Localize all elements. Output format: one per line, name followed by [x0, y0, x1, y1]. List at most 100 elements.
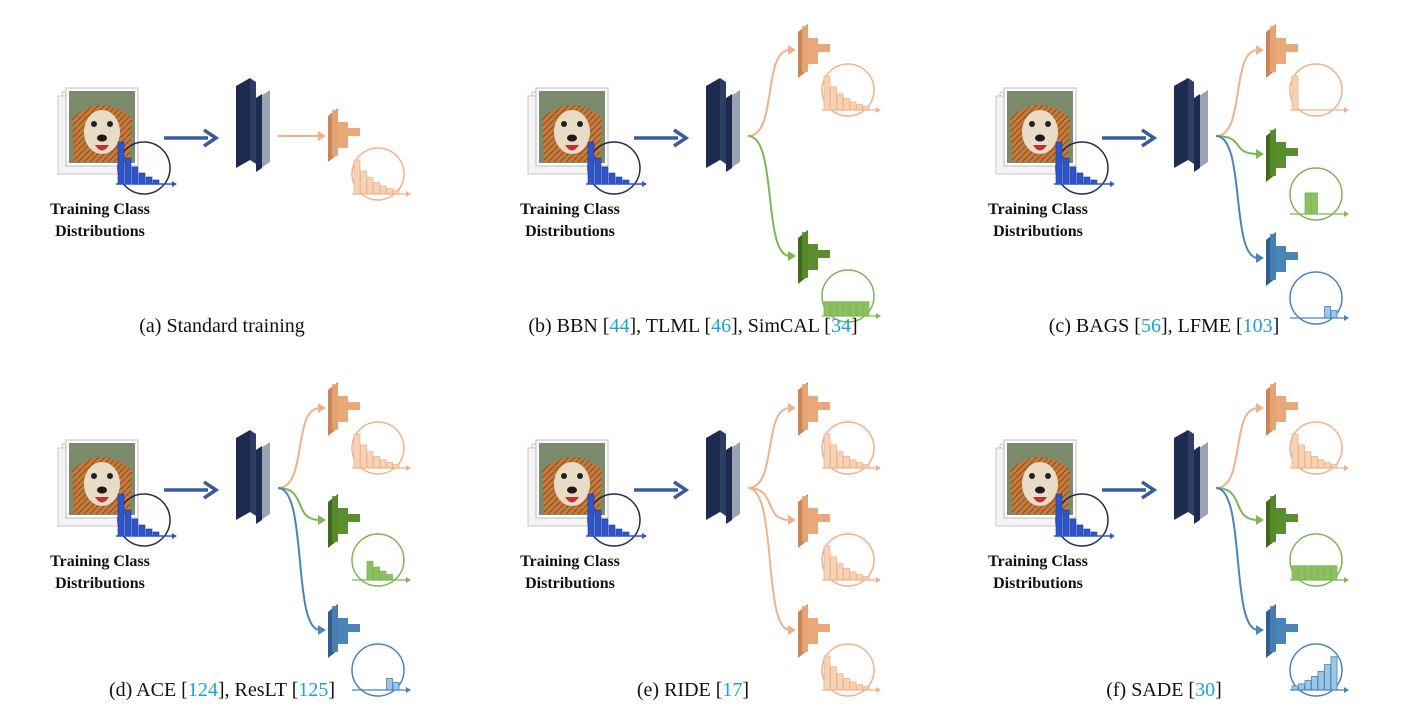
axis-arrowhead: [1344, 465, 1349, 471]
backbone-side: [726, 446, 732, 524]
distribution-circle: [821, 269, 875, 323]
dog-nose: [1035, 486, 1045, 494]
caption-text: ]: [1215, 679, 1222, 701]
input-label-line1: Training Class: [50, 201, 150, 218]
histogram-bar: [823, 301, 831, 317]
histogram-bar: [836, 93, 844, 111]
dog-nose: [97, 134, 107, 142]
histogram-bar: [366, 560, 374, 581]
dog-eye: [1029, 121, 1035, 127]
axis-arrowhead: [172, 181, 177, 187]
histogram-bar: [386, 574, 393, 581]
histogram-bar: [843, 98, 850, 111]
caption-text: (e) RIDE [: [637, 679, 723, 701]
histogram-bar: [1298, 565, 1305, 581]
citation-ref: 30: [1195, 679, 1215, 701]
citation-ref: 17: [722, 679, 742, 701]
branch-line: [1215, 407, 1259, 489]
dog-mouth: [565, 497, 579, 503]
histogram-bar: [353, 433, 361, 469]
citation-ref: 46: [711, 315, 731, 337]
histogram-bar: [1069, 166, 1077, 185]
arrow-head: [203, 480, 220, 500]
branch-line: [277, 487, 321, 631]
dog-eye: [107, 121, 113, 127]
histogram-bar: [360, 170, 367, 195]
branch-arrow: [747, 487, 796, 525]
panel-caption: (c) BAGS [56], LFME [103]: [1049, 315, 1280, 337]
citation-ref: 44: [609, 315, 629, 337]
dog-face: [554, 110, 590, 154]
dog-face: [1022, 110, 1058, 154]
histogram-bar: [1311, 675, 1318, 691]
caption-text: (d) ACE [: [109, 679, 188, 701]
histogram-bar: [830, 556, 837, 581]
histogram-bar: [823, 433, 831, 469]
branch-arrowhead: [318, 515, 326, 525]
input-distribution-histogram: [116, 493, 177, 547]
histogram-bar: [1291, 433, 1299, 469]
expert-face: [332, 384, 338, 430]
dog-eye: [1045, 121, 1051, 127]
histogram-bar: [373, 566, 380, 581]
input-label-line2: Distributions: [993, 223, 1083, 240]
expert-layer: [338, 396, 348, 422]
histogram-bar: [1324, 664, 1331, 691]
dog-eye: [561, 121, 567, 127]
expert-output: [348, 402, 360, 410]
expert-face: [332, 110, 338, 156]
expert-face: [1270, 606, 1276, 652]
histogram-bar: [1062, 509, 1070, 537]
histogram-bar: [608, 524, 616, 537]
expert-output: [818, 44, 830, 52]
input-label-line2: Distributions: [525, 575, 615, 592]
expert-output: [1286, 44, 1298, 52]
axis-arrowhead: [172, 533, 177, 539]
expert-face: [1270, 234, 1276, 280]
citation-ref: 124: [188, 679, 218, 701]
distribution-circle: [821, 533, 875, 587]
expert-green: [798, 230, 881, 323]
distribution-circle: [1289, 643, 1343, 697]
arrow-head: [1141, 480, 1158, 500]
histogram-bar: [1298, 444, 1305, 469]
axis-arrowhead: [642, 533, 647, 539]
expert-layer: [808, 244, 818, 270]
citation-ref: 103: [1243, 315, 1273, 337]
dog-mouth: [95, 145, 109, 151]
input-image-stack: [57, 439, 139, 527]
input-arrow: [634, 128, 690, 148]
histogram-bar: [856, 462, 863, 469]
expert-orange: [798, 24, 881, 117]
dog-face: [84, 462, 120, 506]
expert-layer: [1276, 396, 1286, 422]
dog-nose: [97, 486, 107, 494]
branch-arrowhead: [1256, 625, 1264, 635]
histogram-bar: [131, 166, 139, 185]
histogram-bar: [856, 104, 863, 111]
input-image-stack: [57, 87, 139, 175]
backbone-layer: [1174, 78, 1188, 168]
histogram-bar: [1304, 565, 1312, 581]
histogram-bar: [594, 157, 602, 185]
histogram-bar: [117, 141, 125, 185]
dog-nose: [567, 134, 577, 142]
histogram-bar: [601, 518, 609, 537]
input-distribution-histogram: [586, 493, 647, 547]
histogram-bar: [124, 157, 132, 185]
arrow-head: [1141, 128, 1158, 148]
input-label-line1: Training Class: [50, 553, 150, 570]
branch-arrow: [747, 403, 796, 489]
histogram-bar: [379, 185, 387, 195]
branch-arrowhead: [318, 625, 326, 635]
axis-arrowhead: [1110, 181, 1115, 187]
expert-blue: [1266, 232, 1349, 325]
axis-arrowhead: [1110, 533, 1115, 539]
branch-arrow: [747, 487, 796, 635]
backbone-network: [236, 430, 270, 524]
expert-layer: [808, 508, 818, 534]
branch-arrowhead: [788, 45, 796, 55]
backbone-network: [706, 430, 740, 524]
